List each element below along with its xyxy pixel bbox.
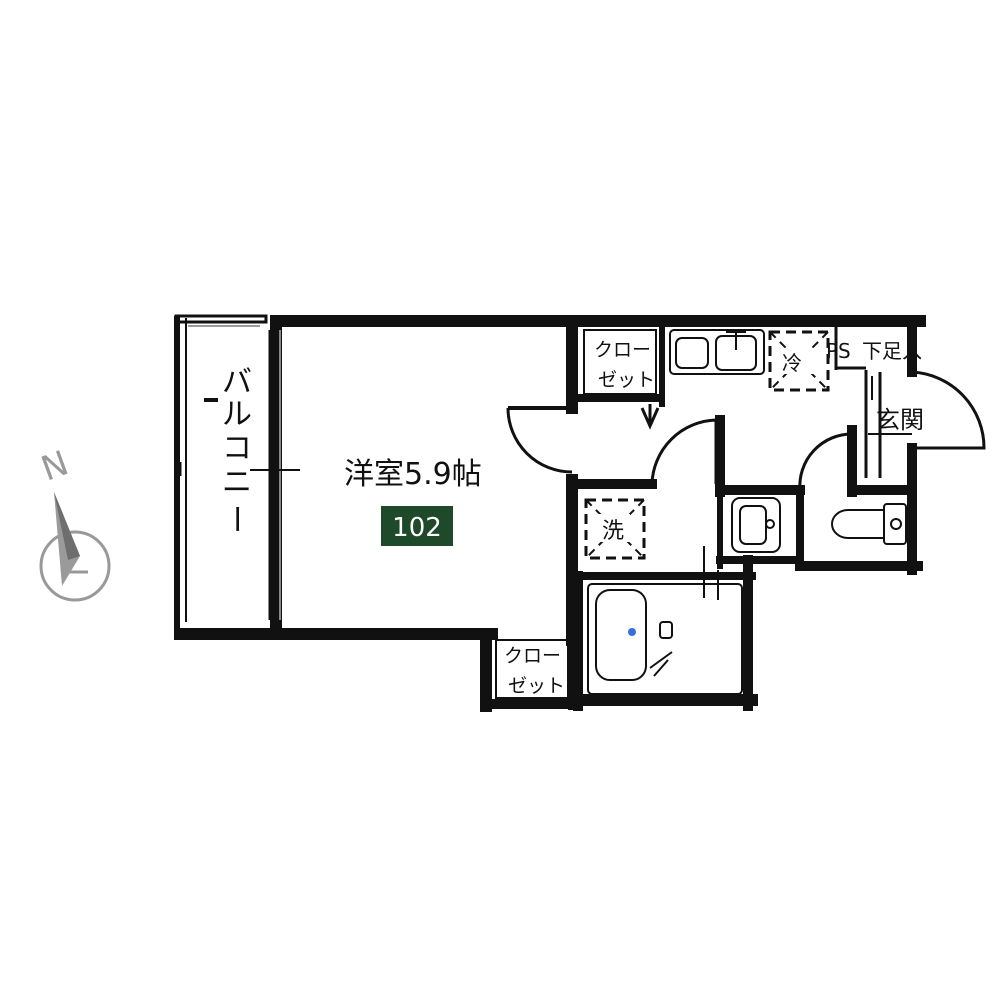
room-door-swing (506, 406, 573, 474)
balcony-window (250, 330, 300, 620)
washer-label: 洗 (602, 519, 624, 544)
compass: N (36, 443, 111, 602)
toilet (831, 503, 907, 545)
balcony-label-char: ニ (222, 465, 252, 500)
compass-north-label: N (36, 443, 74, 489)
compass-ring (39, 530, 111, 602)
compass-needle-shade (54, 492, 80, 560)
closet-top: クロー ゼット (583, 329, 657, 397)
fridge-label: 冷 (782, 351, 802, 375)
closet-bottom-label: ゼット (508, 675, 565, 697)
balcony-label-char: ル (222, 397, 252, 432)
unit-number-badge: 102 (381, 506, 453, 546)
shoebox-label: 下足入 (862, 339, 922, 363)
kitchen-counter (669, 329, 765, 375)
closet-top-label: クロー (594, 339, 651, 361)
toilet-door-swing (798, 432, 854, 491)
ps-area: PS (826, 322, 866, 370)
western-room-label: 洋室5.9帖 (344, 457, 482, 492)
ps-label: PS (826, 339, 851, 363)
balcony-label-char: バ (222, 365, 252, 400)
balcony: バ ル コ ニ ー (174, 314, 280, 640)
entrance-door-swing (911, 370, 986, 450)
shoebox: 下足入 (862, 339, 922, 478)
fridge-space: 冷 (768, 330, 830, 392)
balcony-label-char: ー (218, 504, 253, 534)
closet-bottom: クロー ゼット (495, 639, 569, 699)
washer-space: 洗 (584, 498, 646, 560)
entrance: 玄関 (868, 406, 924, 435)
doors (506, 370, 986, 491)
closet-top-label: ゼット (598, 369, 655, 391)
kitchen (669, 329, 765, 375)
bath-door-swing (650, 418, 718, 485)
unit-number: 102 (392, 513, 442, 543)
entrance-label: 玄関 (876, 406, 924, 434)
balcony-label-char: コ (222, 431, 252, 466)
closet-bottom-label: クロー (504, 645, 561, 667)
bathtub (587, 546, 743, 695)
wash-basin (731, 497, 781, 553)
